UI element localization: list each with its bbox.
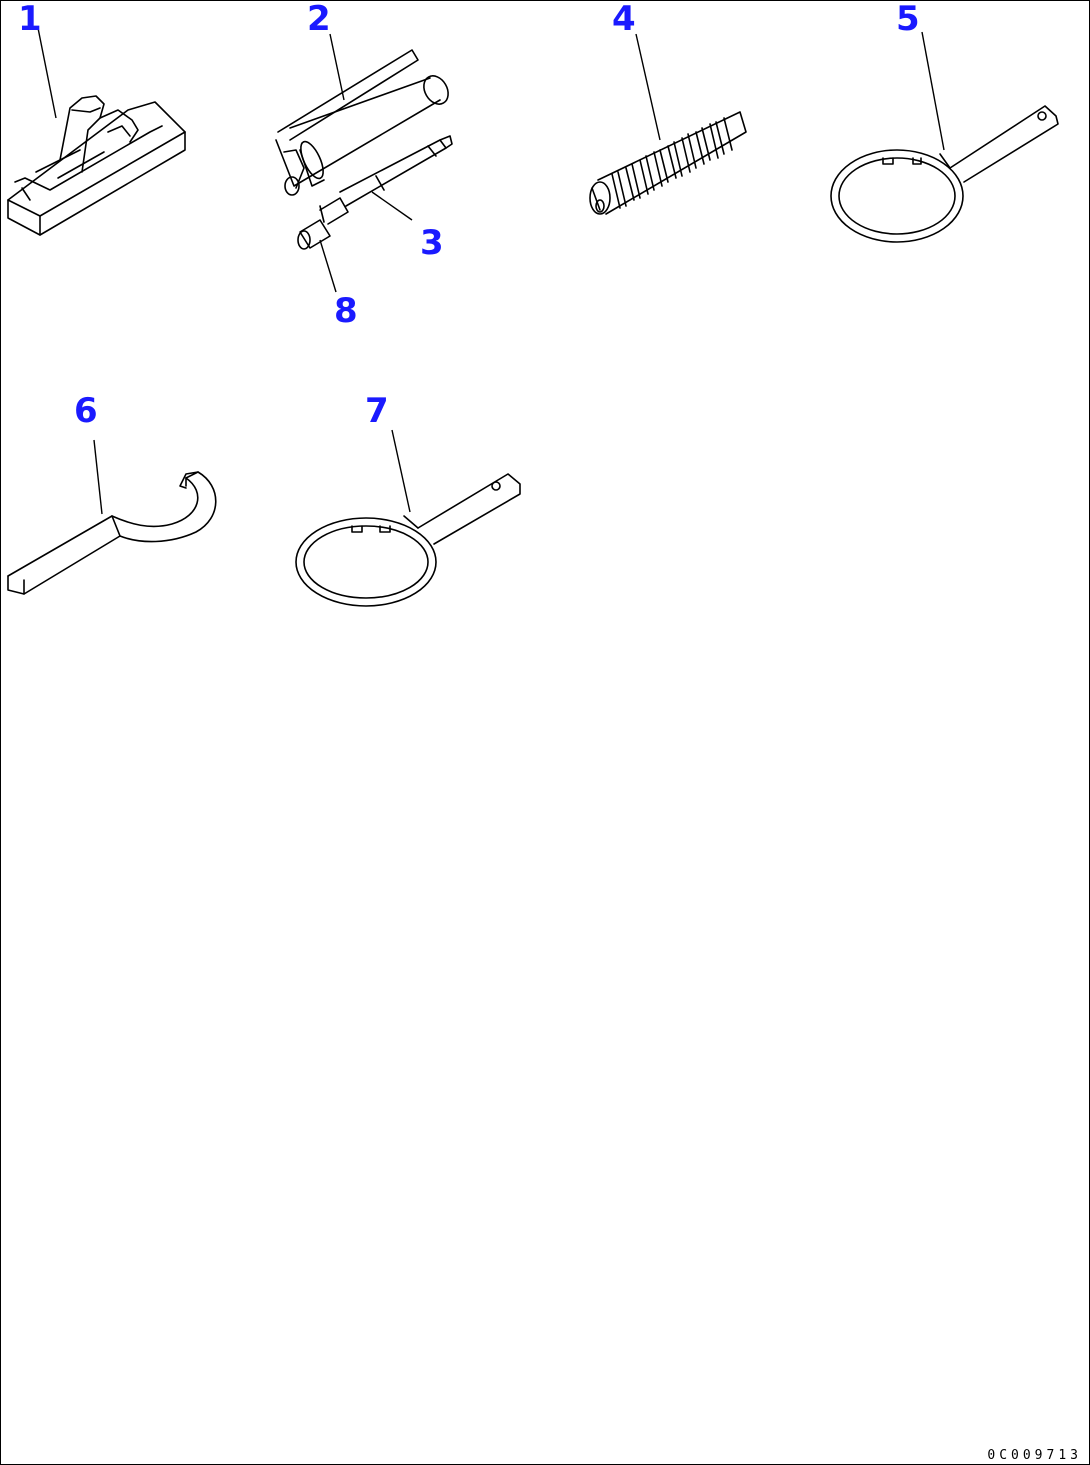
part-3-shaft: [297, 135, 453, 250]
leader-2: [329, 33, 345, 101]
callout-4: 4: [612, 0, 636, 39]
part-1-holder: [7, 95, 186, 236]
leader-7: [391, 429, 411, 513]
callout-3: 3: [420, 223, 444, 263]
drawing-code: 0C009713: [987, 1448, 1082, 1463]
leader-8: [319, 239, 337, 293]
part-2-tube: [275, 49, 449, 196]
leader-1: [37, 27, 57, 119]
part-6-hook-spanner: [7, 471, 217, 595]
callout-5: 5: [896, 0, 920, 39]
leader-3: [371, 191, 413, 221]
leader-6: [93, 439, 103, 515]
callout-8: 8: [334, 291, 358, 331]
leader-4: [635, 33, 661, 141]
part-5-ring-wrench: [830, 105, 1059, 243]
callout-1: 1: [18, 0, 42, 39]
part-7-ring-wrench: [295, 473, 521, 607]
callout-2: 2: [307, 0, 331, 39]
callout-7: 7: [365, 391, 389, 431]
part-4-spring: [589, 111, 747, 215]
leader-5: [921, 31, 945, 151]
callout-6: 6: [74, 391, 98, 431]
